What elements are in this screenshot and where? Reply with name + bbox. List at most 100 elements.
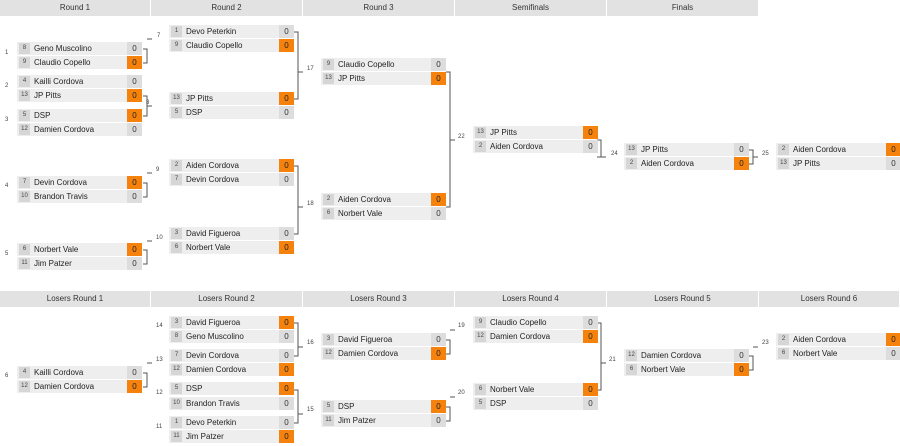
seed-badge: 2: [626, 158, 637, 169]
player-score: 0: [279, 397, 294, 410]
match-number: 17: [307, 66, 314, 72]
player-name: Jim Patzer: [34, 259, 72, 268]
player-score: 0: [127, 123, 142, 136]
bracket-connector: [597, 322, 606, 391]
player-name: Damien Cordova: [34, 382, 95, 391]
player-name: Norbert Vale: [793, 349, 838, 358]
seed-badge: 9: [171, 40, 182, 51]
player-score: 0: [886, 143, 900, 156]
player-name: Jim Patzer: [186, 432, 224, 441]
seed-badge: 1: [171, 417, 182, 428]
seed-badge: 9: [323, 59, 334, 70]
round-header-losers-round-3: Losers Round 3: [303, 291, 455, 307]
seed-badge: 12: [171, 364, 182, 375]
seed-badge: 13: [171, 93, 182, 104]
match-number: 1: [5, 50, 9, 56]
round-header-losers-round-1: Losers Round 1: [0, 291, 151, 307]
round-header-round-2: Round 2: [151, 0, 303, 16]
seed-badge: 11: [323, 415, 334, 426]
seed-badge: 6: [323, 208, 334, 219]
match-number: 15: [307, 407, 314, 413]
seed-badge: 9: [19, 57, 30, 68]
seed-badge: 6: [475, 384, 486, 395]
player-name: Aiden Cordova: [793, 335, 846, 344]
seed-badge: 8: [19, 43, 30, 54]
match-number: 20: [458, 390, 465, 396]
seed-badge: 8: [171, 331, 182, 342]
player-score: 0: [431, 400, 446, 413]
match-number: 10: [156, 235, 163, 241]
player-name: Devo Peterkin: [186, 27, 237, 36]
round-header-losers-round-4: Losers Round 4: [455, 291, 607, 307]
player-score: 0: [886, 157, 900, 170]
player-score: 0: [279, 173, 294, 186]
player-score: 0: [279, 25, 294, 38]
player-score: 0: [279, 159, 294, 172]
seed-badge: 5: [19, 110, 30, 121]
player-name: DSP: [186, 108, 203, 117]
match-number: 6: [5, 373, 9, 379]
player-score: 0: [279, 316, 294, 329]
player-score: 0: [127, 109, 142, 122]
match-number: 5: [5, 251, 9, 257]
bracket-connector: [143, 362, 152, 388]
player-score: 0: [279, 106, 294, 119]
player-name: Geno Muscolino: [34, 44, 92, 53]
player-name: Norbert Vale: [338, 209, 383, 218]
player-name: Brandon Travis: [186, 399, 240, 408]
seed-badge: 5: [323, 401, 334, 412]
player-name: Norbert Vale: [490, 385, 535, 394]
